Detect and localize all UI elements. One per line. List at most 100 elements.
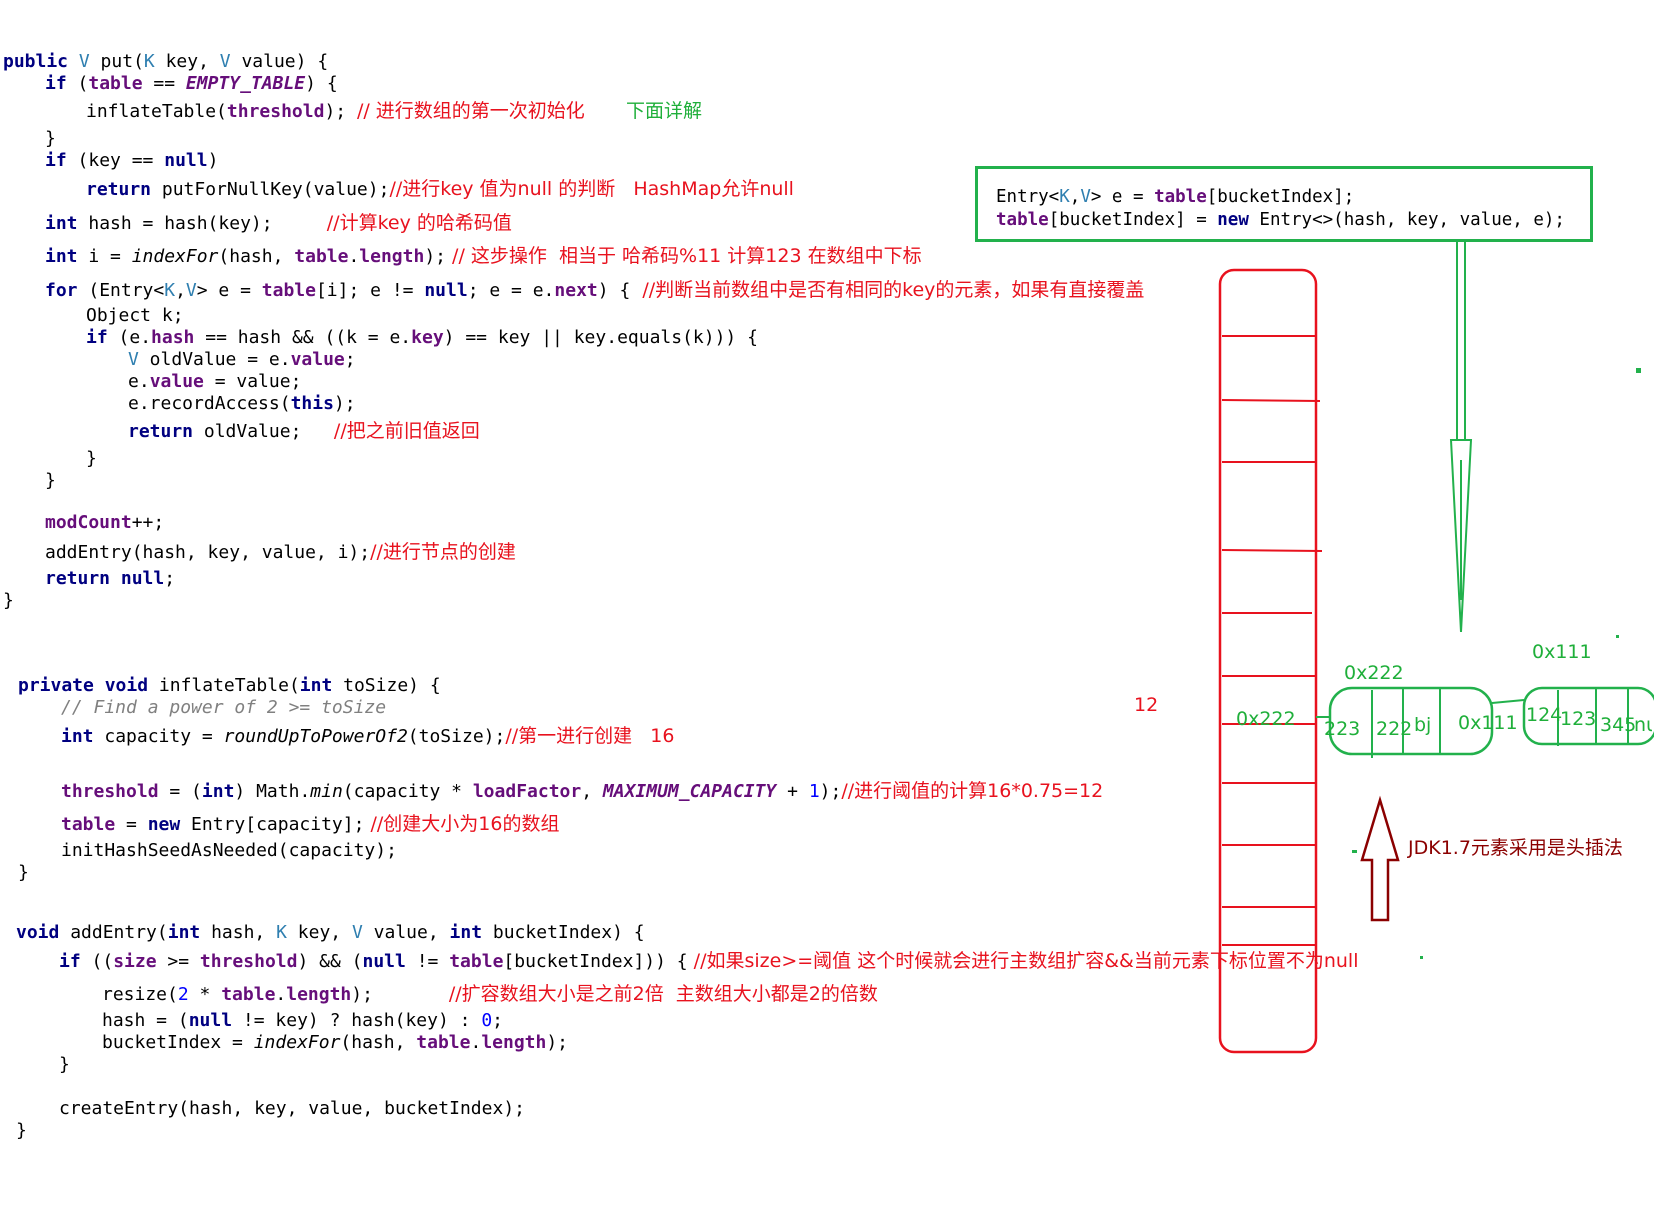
stray-dot — [1616, 635, 1619, 638]
call: addEntry(hash, key, value, i); — [45, 542, 371, 563]
kw-int: int — [299, 675, 333, 696]
put-name: put( — [89, 51, 144, 72]
stray-dot — [1420, 956, 1423, 959]
call-min: min — [310, 781, 343, 802]
close: ) — [207, 150, 219, 171]
b: Entry<>(hash, key, value, e); — [1248, 210, 1565, 230]
capacity-line: int capacity = roundUpToPowerOf2(toSize)… — [61, 725, 674, 748]
b: (hash, — [340, 1032, 417, 1053]
comma: , — [1069, 187, 1081, 207]
node-1-key: 222 — [1376, 718, 1413, 740]
field-table: table — [416, 1032, 471, 1053]
node-1-dividers — [1371, 688, 1441, 758]
kw-return: return — [128, 421, 194, 442]
kw-new: new — [147, 814, 181, 835]
node-1 — [1328, 686, 1494, 756]
b: * — [188, 984, 222, 1005]
array-column — [1218, 268, 1318, 1054]
object-k: Object k; — [86, 305, 184, 326]
type-k: K — [1059, 187, 1070, 207]
comment-inflate: // 进行数组的第一次初始化 — [356, 100, 585, 122]
kw-int: int — [61, 726, 94, 747]
field-table: table — [88, 73, 143, 94]
a: [bucketIndex] = — [1048, 210, 1218, 230]
label-twelve: 12 — [1134, 694, 1159, 716]
if-table-empty: if (table == EMPTY_TABLE) { — [45, 73, 338, 95]
field-value: value — [149, 371, 204, 392]
return-old-line: return oldValue; //把之前旧值返回 — [128, 420, 480, 443]
num-zero: 0 — [481, 1010, 493, 1031]
close-for: } — [45, 470, 56, 491]
c: [bucketIndex]; — [1206, 187, 1355, 207]
kw-null: null — [164, 150, 208, 171]
rest: oldValue; — [193, 421, 302, 442]
node-2-next: nu — [1634, 714, 1652, 736]
field-length: length — [481, 1032, 547, 1053]
param-value: value) { — [230, 51, 329, 72]
close-add-entry: } — [16, 1120, 27, 1141]
field-next: next — [554, 280, 598, 301]
comment-null-key: //进行key 值为null 的判断 HashMap允许null — [389, 178, 794, 200]
type-k: K — [164, 280, 176, 301]
if-equals-line: if (e.hash == hash && ((k = e.key) == ke… — [86, 327, 758, 349]
comment-return-old: //把之前旧值返回 — [333, 420, 480, 442]
b: (toSize); — [407, 726, 506, 747]
field-hash: hash — [151, 327, 195, 348]
kw-null: null — [188, 1010, 233, 1031]
threshold-line: threshold = (int) Math.min(capacity * lo… — [61, 780, 1103, 803]
c: key, — [286, 922, 352, 943]
a: bucketIndex = — [102, 1032, 254, 1053]
num-one: 1 — [808, 781, 820, 802]
f: ); — [819, 781, 842, 802]
doc-comment: // Find a power of 2 >= toSize — [61, 697, 387, 718]
arrow-head — [1449, 439, 1473, 633]
kw-return: return — [86, 179, 152, 200]
b: == hash && ((k = e. — [194, 327, 412, 348]
param-key: key, — [154, 51, 220, 72]
green-down-arrow — [1449, 242, 1473, 633]
old-value-line: V oldValue = e.value; — [128, 349, 356, 371]
type-v: V — [1080, 187, 1091, 207]
b: > e = — [1090, 187, 1155, 207]
label-0x111-top: 0x111 — [1532, 641, 1592, 663]
field-table: table — [1154, 187, 1207, 207]
d: value, — [362, 922, 450, 943]
a: (( — [80, 951, 114, 972]
comment-resize-if: //如果size>=阈值 这个时候就会进行主数组扩容&&当前元素下标位置不为nu… — [687, 950, 1359, 972]
kw-int: int — [449, 922, 483, 943]
kw-if: if — [59, 951, 81, 972]
const-empty-table: EMPTY_TABLE — [185, 73, 306, 94]
a: hash = ( — [102, 1010, 189, 1031]
field-length: length — [359, 246, 425, 267]
entry-code-box: Entry<K,V> e = table[bucketIndex]; table… — [975, 166, 1593, 242]
field-mod-count: modCount — [45, 512, 132, 533]
field-table: table — [221, 984, 276, 1005]
num-two: 2 — [177, 984, 189, 1005]
field-value: value — [290, 349, 345, 370]
d: != — [405, 951, 450, 972]
a: = ( — [158, 781, 202, 802]
code-box-line-1: Entry<K,V> e = table[bucketIndex]; — [996, 186, 1354, 208]
field-threshold: threshold — [199, 951, 298, 972]
a: e. — [128, 371, 150, 392]
field-key: key — [411, 327, 444, 348]
b: hash, — [200, 922, 277, 943]
b: Entry[capacity]; — [180, 814, 365, 835]
c: ); — [351, 984, 373, 1005]
node-2-value: 345 — [1600, 714, 1637, 736]
call: putForNullKey(value); — [151, 179, 390, 200]
kw-if: if — [45, 150, 67, 171]
comment-for: //判断当前数组中是否有相同的key的元素，如果有直接覆盖 — [630, 279, 1145, 301]
inflate-call: inflateTable(threshold); // 进行数组的第一次初始化 — [86, 100, 585, 123]
inflate-signature: private void inflateTable(int toSize) { — [18, 675, 441, 697]
b: ); — [333, 393, 356, 414]
field-length: length — [286, 984, 352, 1005]
table-new-line: table = new Entry[capacity]; //创建大小为16的数… — [61, 813, 559, 836]
resize-call-line: resize(2 * table.length); //扩容数组大小是之前2倍 … — [102, 983, 878, 1006]
detail-note: 下面详解 — [626, 100, 703, 122]
comment-resize: //扩容数组大小是之前2倍 主数组大小都是2的倍数 — [448, 983, 878, 1005]
end: ) { — [597, 280, 631, 301]
c: (capacity * — [342, 781, 473, 802]
c: ) && ( — [297, 951, 363, 972]
mod-count-line: modCount++; — [45, 512, 164, 534]
